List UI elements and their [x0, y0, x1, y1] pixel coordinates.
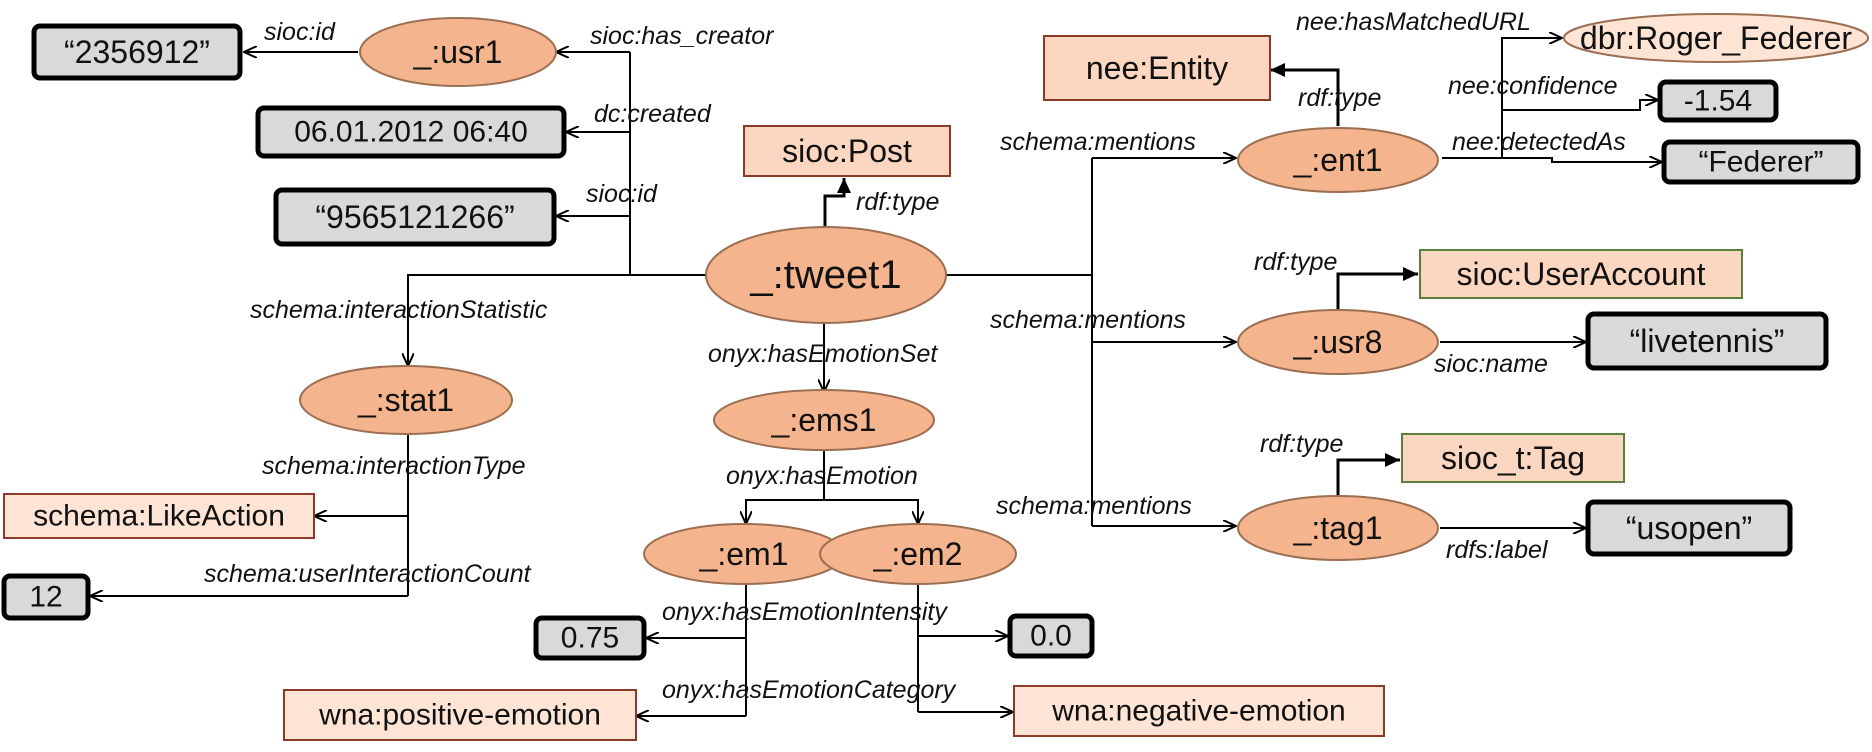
node-ent1: _:ent1: [1237, 127, 1439, 193]
node-positive-emotion: wna:positive-emotion: [283, 689, 637, 741]
node-em2: _:em2: [819, 523, 1017, 585]
node-sioc-post-text: sioc:Post: [782, 133, 912, 169]
label-created: dc:created: [594, 100, 712, 128]
node-positive-emotion-text: wna:positive-emotion: [318, 699, 601, 732]
label-tweet-id: sioc:id: [586, 180, 658, 208]
node-usr8: _:usr8: [1237, 309, 1439, 375]
node-usr8-text: _:usr8: [1293, 324, 1383, 360]
node-stat1: _:stat1: [299, 365, 513, 435]
node-literal-user-id-text: “2356912”: [64, 34, 210, 70]
label-matched-url: nee:hasMatchedURL: [1296, 8, 1531, 36]
node-ent1-text: _:ent1: [1293, 142, 1383, 178]
edge-detected-as: [1502, 158, 1662, 162]
label-has-creator: sioc:has_creator: [590, 22, 775, 50]
node-literal-created: 06.01.2012 06:40: [255, 105, 567, 159]
node-literal-tweet-id: “9565121266”: [273, 187, 557, 247]
label-mentions-usr8: schema:mentions: [990, 306, 1186, 334]
edge-usr8-type: [1336, 267, 1418, 310]
node-literal-em2-intensity-text: 0.0: [1030, 620, 1072, 653]
node-like-action-text: schema:LikeAction: [33, 500, 285, 533]
node-user-account-text: sioc:UserAccount: [1457, 256, 1706, 292]
node-literal-label-text: “usopen”: [1626, 510, 1752, 546]
node-ems1-text: _:ems1: [771, 402, 877, 438]
label-interaction-count: schema:userInteractionCount: [204, 560, 532, 588]
node-literal-name-text: “livetennis”: [1630, 323, 1785, 359]
node-literal-label: “usopen”: [1585, 499, 1793, 557]
node-em1-text: _:em1: [699, 536, 789, 572]
edge-confidence: [1501, 100, 1658, 158]
edge-emotion-stem: [746, 450, 825, 524]
node-usr1: _:usr1: [359, 17, 557, 87]
node-federer-uri-text: dbr:Roger_Federer: [1580, 20, 1852, 56]
label-interaction-stat: schema:interactionStatistic: [250, 296, 548, 324]
label-mentions-ent1: schema:mentions: [1000, 128, 1196, 156]
node-literal-created-text: 06.01.2012 06:40: [294, 116, 528, 149]
edges: [90, 38, 1662, 716]
node-sioc-post: sioc:Post: [743, 125, 951, 177]
node-literal-em1-intensity-text: 0.75: [561, 622, 619, 655]
node-literal-confidence: -1.54: [1657, 79, 1779, 123]
node-literal-detected: “Federer”: [1661, 139, 1861, 185]
node-literal-user-id: “2356912”: [31, 23, 243, 81]
node-user-account: sioc:UserAccount: [1419, 249, 1743, 299]
node-like-action: schema:LikeAction: [3, 493, 315, 539]
edge-interaction-stat: [408, 274, 630, 366]
node-tag1: _:tag1: [1237, 495, 1439, 561]
node-literal-count-text: 12: [29, 581, 62, 614]
label-has-emotion: onyx:hasEmotion: [726, 462, 918, 490]
node-negative-emotion-text: wna:negative-emotion: [1051, 695, 1346, 728]
label-tag-label: rdfs:label: [1446, 536, 1549, 564]
label-emotion-category: onyx:hasEmotionCategory: [662, 676, 957, 704]
edge-labels: sioc:id sioc:has_creator dc:created sioc…: [204, 8, 1626, 704]
node-nee-entity: nee:Entity: [1043, 35, 1271, 101]
node-tweet1: _:tweet1: [705, 226, 947, 324]
node-sioc-tag-text: sioc_t:Tag: [1441, 440, 1585, 476]
node-literal-detected-text: “Federer”: [1698, 146, 1823, 179]
edge-tag-type: [1336, 453, 1400, 498]
nodes: _:tweet1 _:usr1 _:stat1 _:ems1 _:em1 _:e…: [1, 13, 1869, 741]
node-literal-tweet-id-text: “9565121266”: [315, 199, 514, 235]
label-interaction-type: schema:interactionType: [262, 452, 526, 480]
edge-ent-type: [1270, 63, 1340, 126]
label-post-type: rdf:type: [856, 188, 939, 216]
node-literal-confidence-text: -1.54: [1684, 85, 1752, 118]
label-usr-id: sioc:id: [264, 18, 336, 46]
node-literal-em2-intensity: 0.0: [1007, 613, 1095, 659]
label-mentions-tag1: schema:mentions: [996, 492, 1192, 520]
node-tweet1-text: _:tweet1: [749, 253, 901, 297]
node-em2-text: _:em2: [873, 536, 963, 572]
label-usr8-name: sioc:name: [1434, 350, 1548, 378]
node-literal-count: 12: [1, 573, 91, 621]
label-ent-type: rdf:type: [1298, 84, 1381, 112]
label-emotion-intensity: onyx:hasEmotionIntensity: [662, 598, 948, 626]
label-emotion-set: onyx:hasEmotionSet: [708, 340, 938, 368]
edge-post-type: [823, 178, 851, 228]
node-em1: _:em1: [643, 523, 845, 585]
node-literal-name: “livetennis”: [1585, 311, 1829, 371]
node-literal-em1-intensity: 0.75: [533, 615, 647, 661]
node-tag1-text: _:tag1: [1293, 510, 1383, 546]
edge-emotion-em2: [824, 499, 918, 524]
node-negative-emotion: wna:negative-emotion: [1013, 685, 1385, 737]
node-ems1: _:ems1: [713, 389, 935, 451]
node-usr1-text: _:usr1: [413, 34, 503, 70]
label-usr8-type: rdf:type: [1254, 248, 1337, 276]
node-stat1-text: _:stat1: [357, 382, 454, 418]
label-confidence: nee:confidence: [1448, 72, 1618, 100]
node-sioc-tag: sioc_t:Tag: [1401, 433, 1625, 483]
node-nee-entity-text: nee:Entity: [1086, 50, 1228, 86]
label-tag-type: rdf:type: [1260, 430, 1343, 458]
node-federer-uri: dbr:Roger_Federer: [1563, 13, 1869, 63]
label-detected-as: nee:detectedAs: [1452, 128, 1626, 156]
